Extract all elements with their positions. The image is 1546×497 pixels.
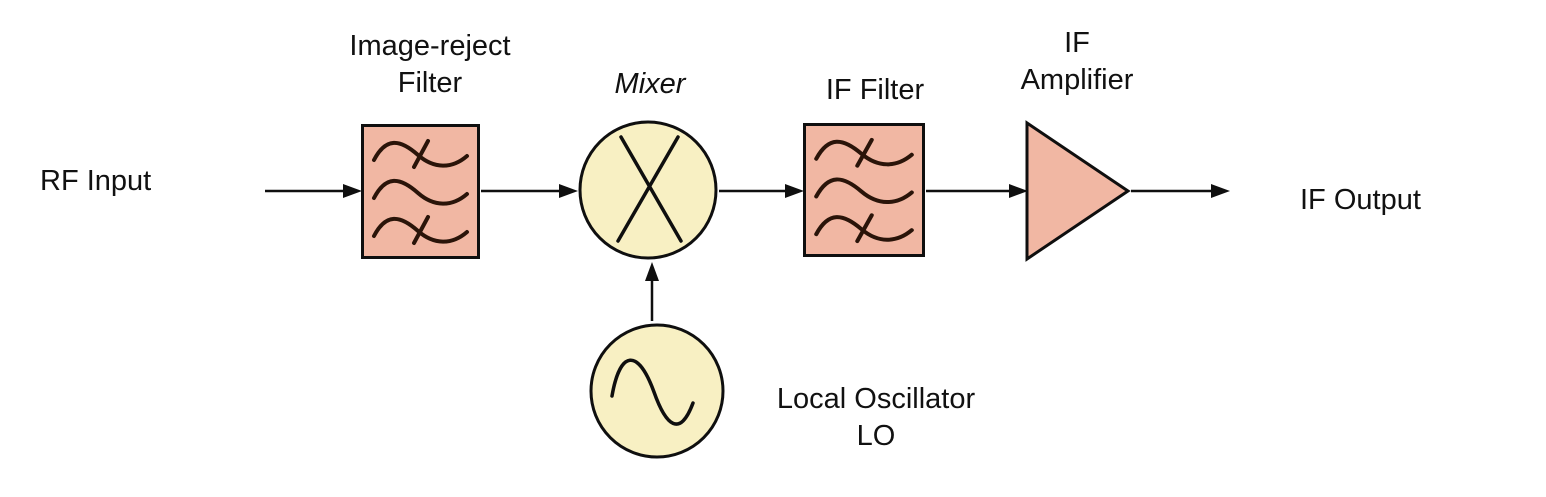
local-oscillator-label: Local Oscillator LO [776, 383, 976, 452]
rf-input-label: RF Input [40, 165, 152, 197]
amplifier-triangle-icon [1025, 120, 1131, 262]
image-reject-filter-block [361, 124, 480, 259]
arrow-lo-to-mixer [645, 262, 659, 321]
if-amplifier-label: IF Amplifier [1020, 27, 1134, 96]
if-amplifier-block [1025, 120, 1131, 262]
mixer-label: Mixer [614, 68, 686, 100]
local-oscillator-block [589, 323, 725, 459]
sine-wave-icon [610, 358, 695, 426]
mixer-block [578, 120, 718, 260]
if-filter-label: IF Filter [825, 74, 925, 106]
arrow-rf-to-image-reject-filter [265, 184, 362, 198]
arrow-mixer-to-if-filter [719, 184, 804, 198]
if-output-label: IF Output [1300, 184, 1421, 216]
filter-waves-icon [814, 137, 914, 244]
if-filter-block [803, 123, 925, 257]
arrow-amplifier-to-if-output [1131, 184, 1230, 198]
filter-waves-icon [372, 139, 469, 245]
multiplier-x-icon [616, 135, 683, 243]
arrow-filter-to-mixer [481, 184, 578, 198]
image-reject-filter-label: Image-reject Filter [349, 30, 511, 99]
arrow-if-filter-to-amplifier [926, 184, 1028, 198]
